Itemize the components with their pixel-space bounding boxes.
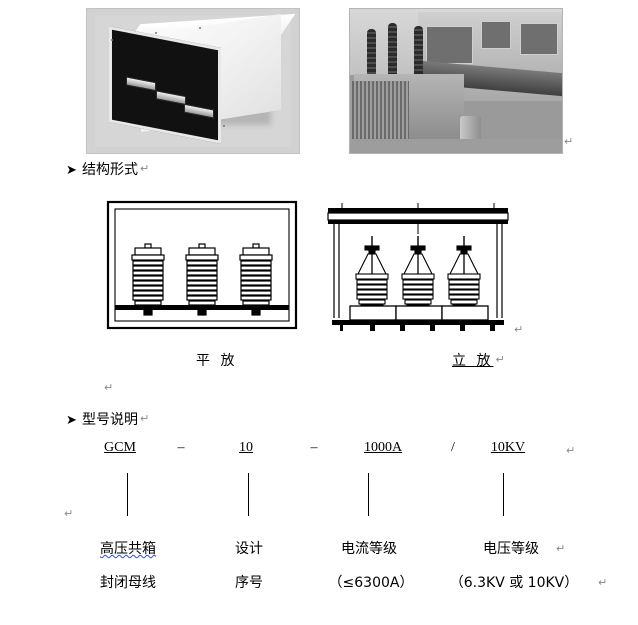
photo-substation-installation	[349, 8, 563, 154]
rivet	[155, 32, 157, 34]
label-hv-common-enclosure: 高压共箱	[100, 541, 156, 557]
heading-structure-label: 结构形式	[82, 162, 138, 178]
heading-model-designation: ➤ 型号说明↵	[66, 410, 150, 431]
connector-line-series	[127, 473, 128, 516]
heading-structure: ➤ 结构形式↵	[66, 160, 150, 181]
caption-vertical-arrangement: 立 放↵	[452, 350, 505, 370]
connector-line-current	[368, 473, 369, 516]
label-current-rating: 电流等级	[341, 541, 397, 557]
heading-model-label: 型号说明	[82, 412, 138, 428]
model-separator-dash-1: –	[177, 440, 185, 455]
model-part-series: GCM	[104, 440, 136, 455]
building-window	[519, 23, 558, 56]
flat-arrangement-svg	[106, 200, 298, 330]
hv-bushing	[413, 26, 423, 79]
drawing-flat-arrangement	[104, 198, 300, 343]
arrow-bullet-icon: ➤	[66, 413, 77, 428]
connector-line-design	[248, 473, 249, 516]
caption-flat-arrangement: 平 放	[196, 353, 238, 369]
paragraph-mark: ↵	[64, 507, 74, 520]
label-enclosed-busbar: 封闭母线	[100, 575, 156, 591]
paragraph-mark: ↵	[566, 444, 576, 457]
vertical-arrangement-svg	[327, 203, 509, 331]
rivet	[223, 125, 225, 127]
paragraph-mark: ↵	[564, 135, 574, 148]
model-separator-slash: /	[451, 440, 455, 455]
model-part-current: 1000A	[363, 440, 403, 455]
busbar-conductor	[156, 90, 186, 106]
transformer-radiator	[350, 81, 410, 151]
arrow-bullet-icon: ➤	[66, 163, 77, 178]
model-label-row-primary: 高压共箱 设计 电流等级 电压等级 ↵	[0, 538, 638, 560]
duct-open-end	[109, 26, 221, 144]
connector-line-voltage	[503, 473, 504, 516]
label-current-range: （≤6300A）	[328, 575, 414, 591]
paragraph-mark: ↵	[495, 353, 505, 366]
busbar-conductor	[126, 76, 156, 92]
ground-region	[350, 138, 562, 153]
paragraph-mark: ↵	[514, 323, 524, 336]
model-separator-dash-2: –	[310, 440, 318, 455]
hv-bushing	[366, 29, 376, 79]
label-voltage-range: （6.3KV 或 10KV）	[449, 575, 579, 591]
paragraph-mark: ↵	[104, 381, 114, 394]
label-serial-number: 序号	[235, 575, 263, 591]
rivet	[199, 27, 201, 29]
paragraph-mark: ↵	[140, 162, 150, 175]
paragraph-mark: ↵	[140, 412, 150, 425]
label-voltage-rating: 电压等级	[483, 541, 539, 557]
photo-busbar-enclosure	[86, 8, 300, 154]
model-label-row-secondary: 封闭母线 序号 （≤6300A） （6.3KV 或 10KV） ↵	[0, 572, 638, 594]
paragraph-mark: ↵	[598, 576, 608, 589]
model-code-row: GCM – 10 – 1000A / 10KV ↵	[0, 440, 638, 462]
photo-enclosure-backdrop	[95, 13, 296, 147]
model-part-voltage: 10KV	[490, 440, 526, 455]
busbar-conductor	[184, 103, 214, 119]
label-design: 设计	[235, 541, 263, 557]
caption-vertical-label: 立 放	[452, 353, 494, 369]
building-window	[481, 20, 512, 50]
hv-bushing	[388, 23, 398, 79]
rivet	[111, 39, 113, 41]
model-part-design: 10	[239, 440, 253, 455]
drawing-vertical-arrangement	[318, 198, 518, 343]
paragraph-mark: ↵	[556, 542, 566, 555]
building-window	[426, 26, 473, 64]
